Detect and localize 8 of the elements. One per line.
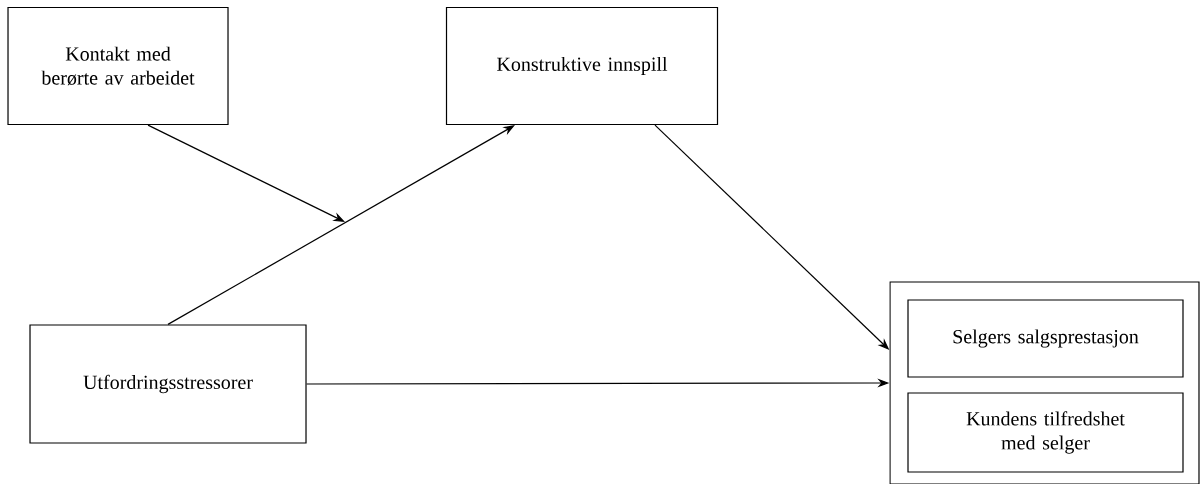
text-box: Kontakt med berørte av arbeidet [7, 6, 229, 126]
text-box: Konstruktive innspill [445, 6, 719, 126]
text-box: Selgers salgsprestasjon [907, 299, 1184, 378]
text-box: Utfordringsstressorer [29, 324, 307, 444]
group-box [889, 281, 1200, 484]
arrow [147, 124, 345, 222]
arrow [167, 125, 515, 325]
text-box: Kundens tilfredshet med selger [907, 392, 1184, 473]
